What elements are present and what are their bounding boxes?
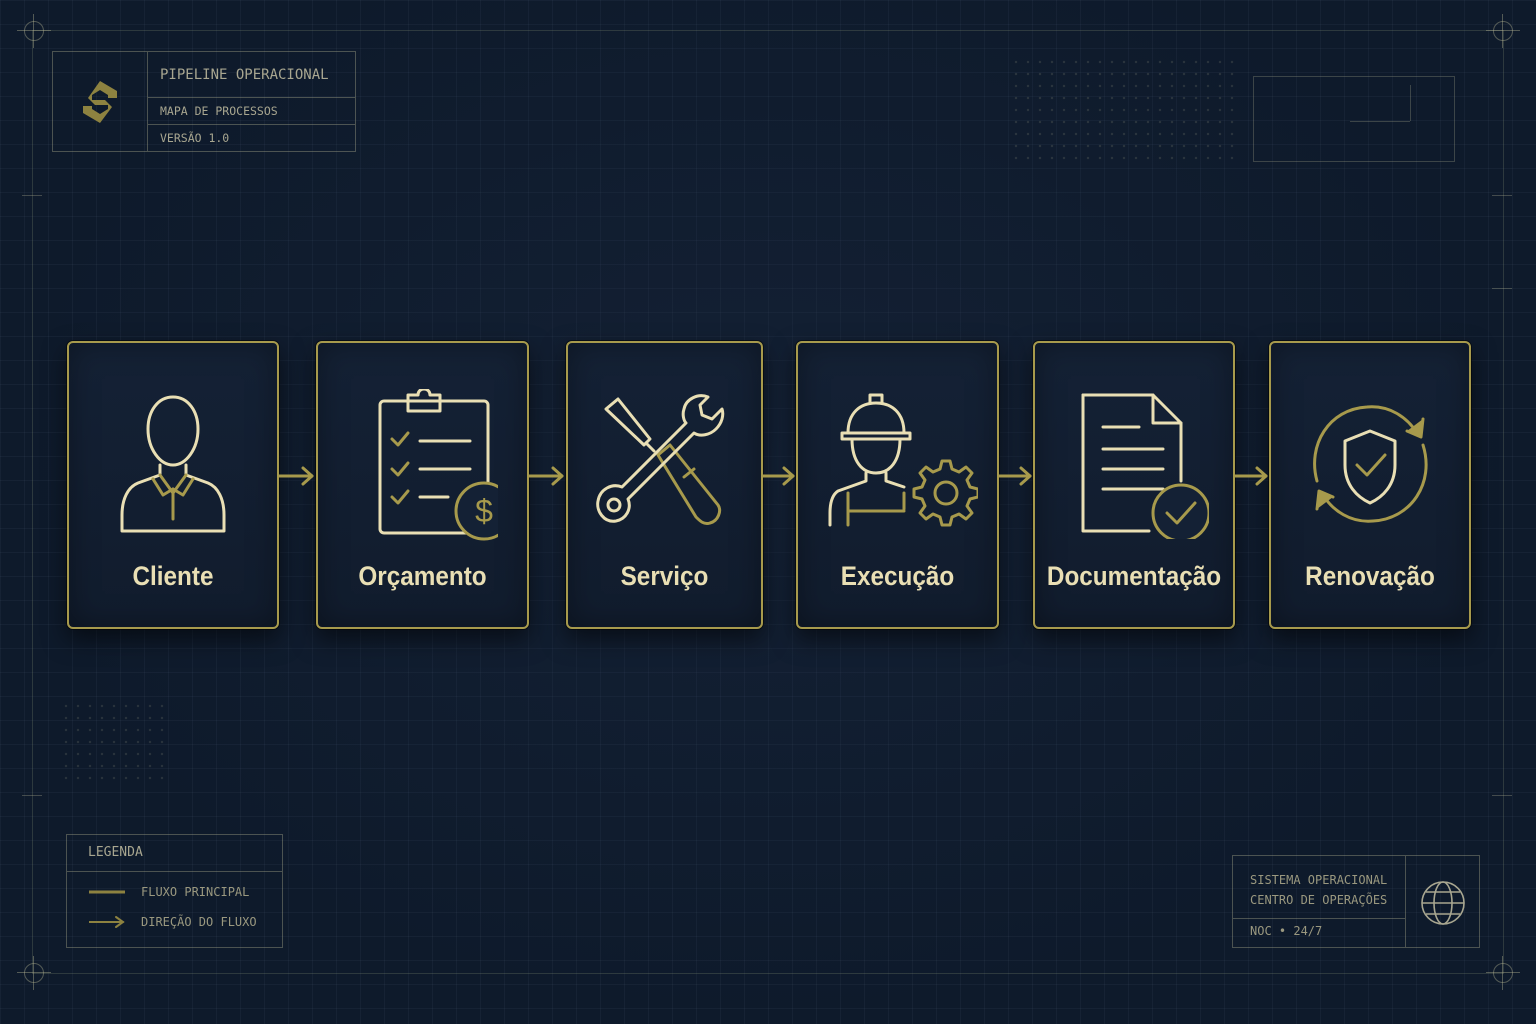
legend-label: DIREÇÃO DO FLUXO xyxy=(141,915,257,929)
registration-mark xyxy=(17,956,51,990)
system-info-box: SISTEMA OPERACIONAL CENTRO DE OPERAÇÕES … xyxy=(1232,855,1480,948)
svg-text:$: $ xyxy=(475,493,493,529)
system-line-1: SISTEMA OPERACIONAL xyxy=(1250,873,1388,887)
header-version: VERSÃO 1.0 xyxy=(160,131,230,145)
worker-gear-icon xyxy=(828,393,978,527)
step-servico[interactable]: Serviço xyxy=(566,341,763,629)
registration-mark xyxy=(1486,956,1520,990)
flow-arrow xyxy=(279,466,314,486)
decorative-box xyxy=(1253,76,1455,162)
hexagon-arrows-logo-icon xyxy=(83,80,117,123)
flow-arrow xyxy=(529,466,564,486)
step-label: Orçamento xyxy=(358,561,487,591)
globe-icon xyxy=(1421,881,1465,925)
logo xyxy=(53,52,148,151)
legend-label: FLUXO PRINCIPAL xyxy=(141,885,250,899)
step-cliente[interactable]: Cliente xyxy=(67,341,279,629)
flow-arrow xyxy=(1235,466,1268,486)
flow-arrow xyxy=(763,466,795,486)
registration-mark xyxy=(1486,14,1520,48)
system-info-text: SISTEMA OPERACIONAL CENTRO DE OPERAÇÕES … xyxy=(1233,856,1406,947)
arrow-right-icon xyxy=(89,916,125,928)
step-label: Serviço xyxy=(620,561,709,591)
legend-title: LEGENDA xyxy=(67,835,282,872)
system-status: NOC • 24/7 xyxy=(1250,924,1323,938)
registration-mark xyxy=(17,14,51,48)
legend-item: DIREÇÃO DO FLUXO xyxy=(89,915,257,929)
system-line-2: CENTRO DE OPERAÇÕES xyxy=(1250,893,1388,907)
frame-tick xyxy=(1492,288,1512,289)
step-execucao[interactable]: Execução xyxy=(796,341,999,629)
legend: LEGENDA FLUXO PRINCIPAL DIREÇÃO DO FLUXO xyxy=(66,834,283,948)
frame-tick xyxy=(1492,795,1512,796)
dot-pattern xyxy=(60,700,170,780)
header-title: PIPELINE OPERACIONAL xyxy=(148,52,355,98)
divider xyxy=(1233,918,1405,919)
header-subtitle: MAPA DE PROCESSOS xyxy=(148,98,355,125)
frame-tick xyxy=(22,195,42,196)
legend-item: FLUXO PRINCIPAL xyxy=(89,885,249,899)
step-label: Documentação xyxy=(1046,561,1222,591)
title-block: PIPELINE OPERACIONAL MAPA DE PROCESSOS V… xyxy=(52,51,356,152)
step-label: Execução xyxy=(840,561,955,591)
frame-tick xyxy=(22,795,42,796)
document-check-icon xyxy=(1081,393,1209,539)
person-icon xyxy=(120,395,226,533)
drawing-frame xyxy=(32,30,1504,974)
dot-pattern xyxy=(1010,56,1240,166)
wrench-screwdriver-icon xyxy=(595,394,724,525)
flow-arrow xyxy=(999,466,1032,486)
step-label: Cliente xyxy=(132,561,214,591)
frame-tick xyxy=(1492,195,1512,196)
line-icon xyxy=(89,890,125,894)
step-renovacao[interactable]: Renovação xyxy=(1269,341,1471,629)
step-label: Renovação xyxy=(1305,561,1435,591)
step-documentacao[interactable]: Documentação xyxy=(1033,341,1235,629)
clipboard-dollar-icon: $ xyxy=(378,389,498,541)
shield-refresh-icon xyxy=(1313,405,1428,523)
step-orcamento[interactable]: $ Orçamento xyxy=(316,341,529,629)
